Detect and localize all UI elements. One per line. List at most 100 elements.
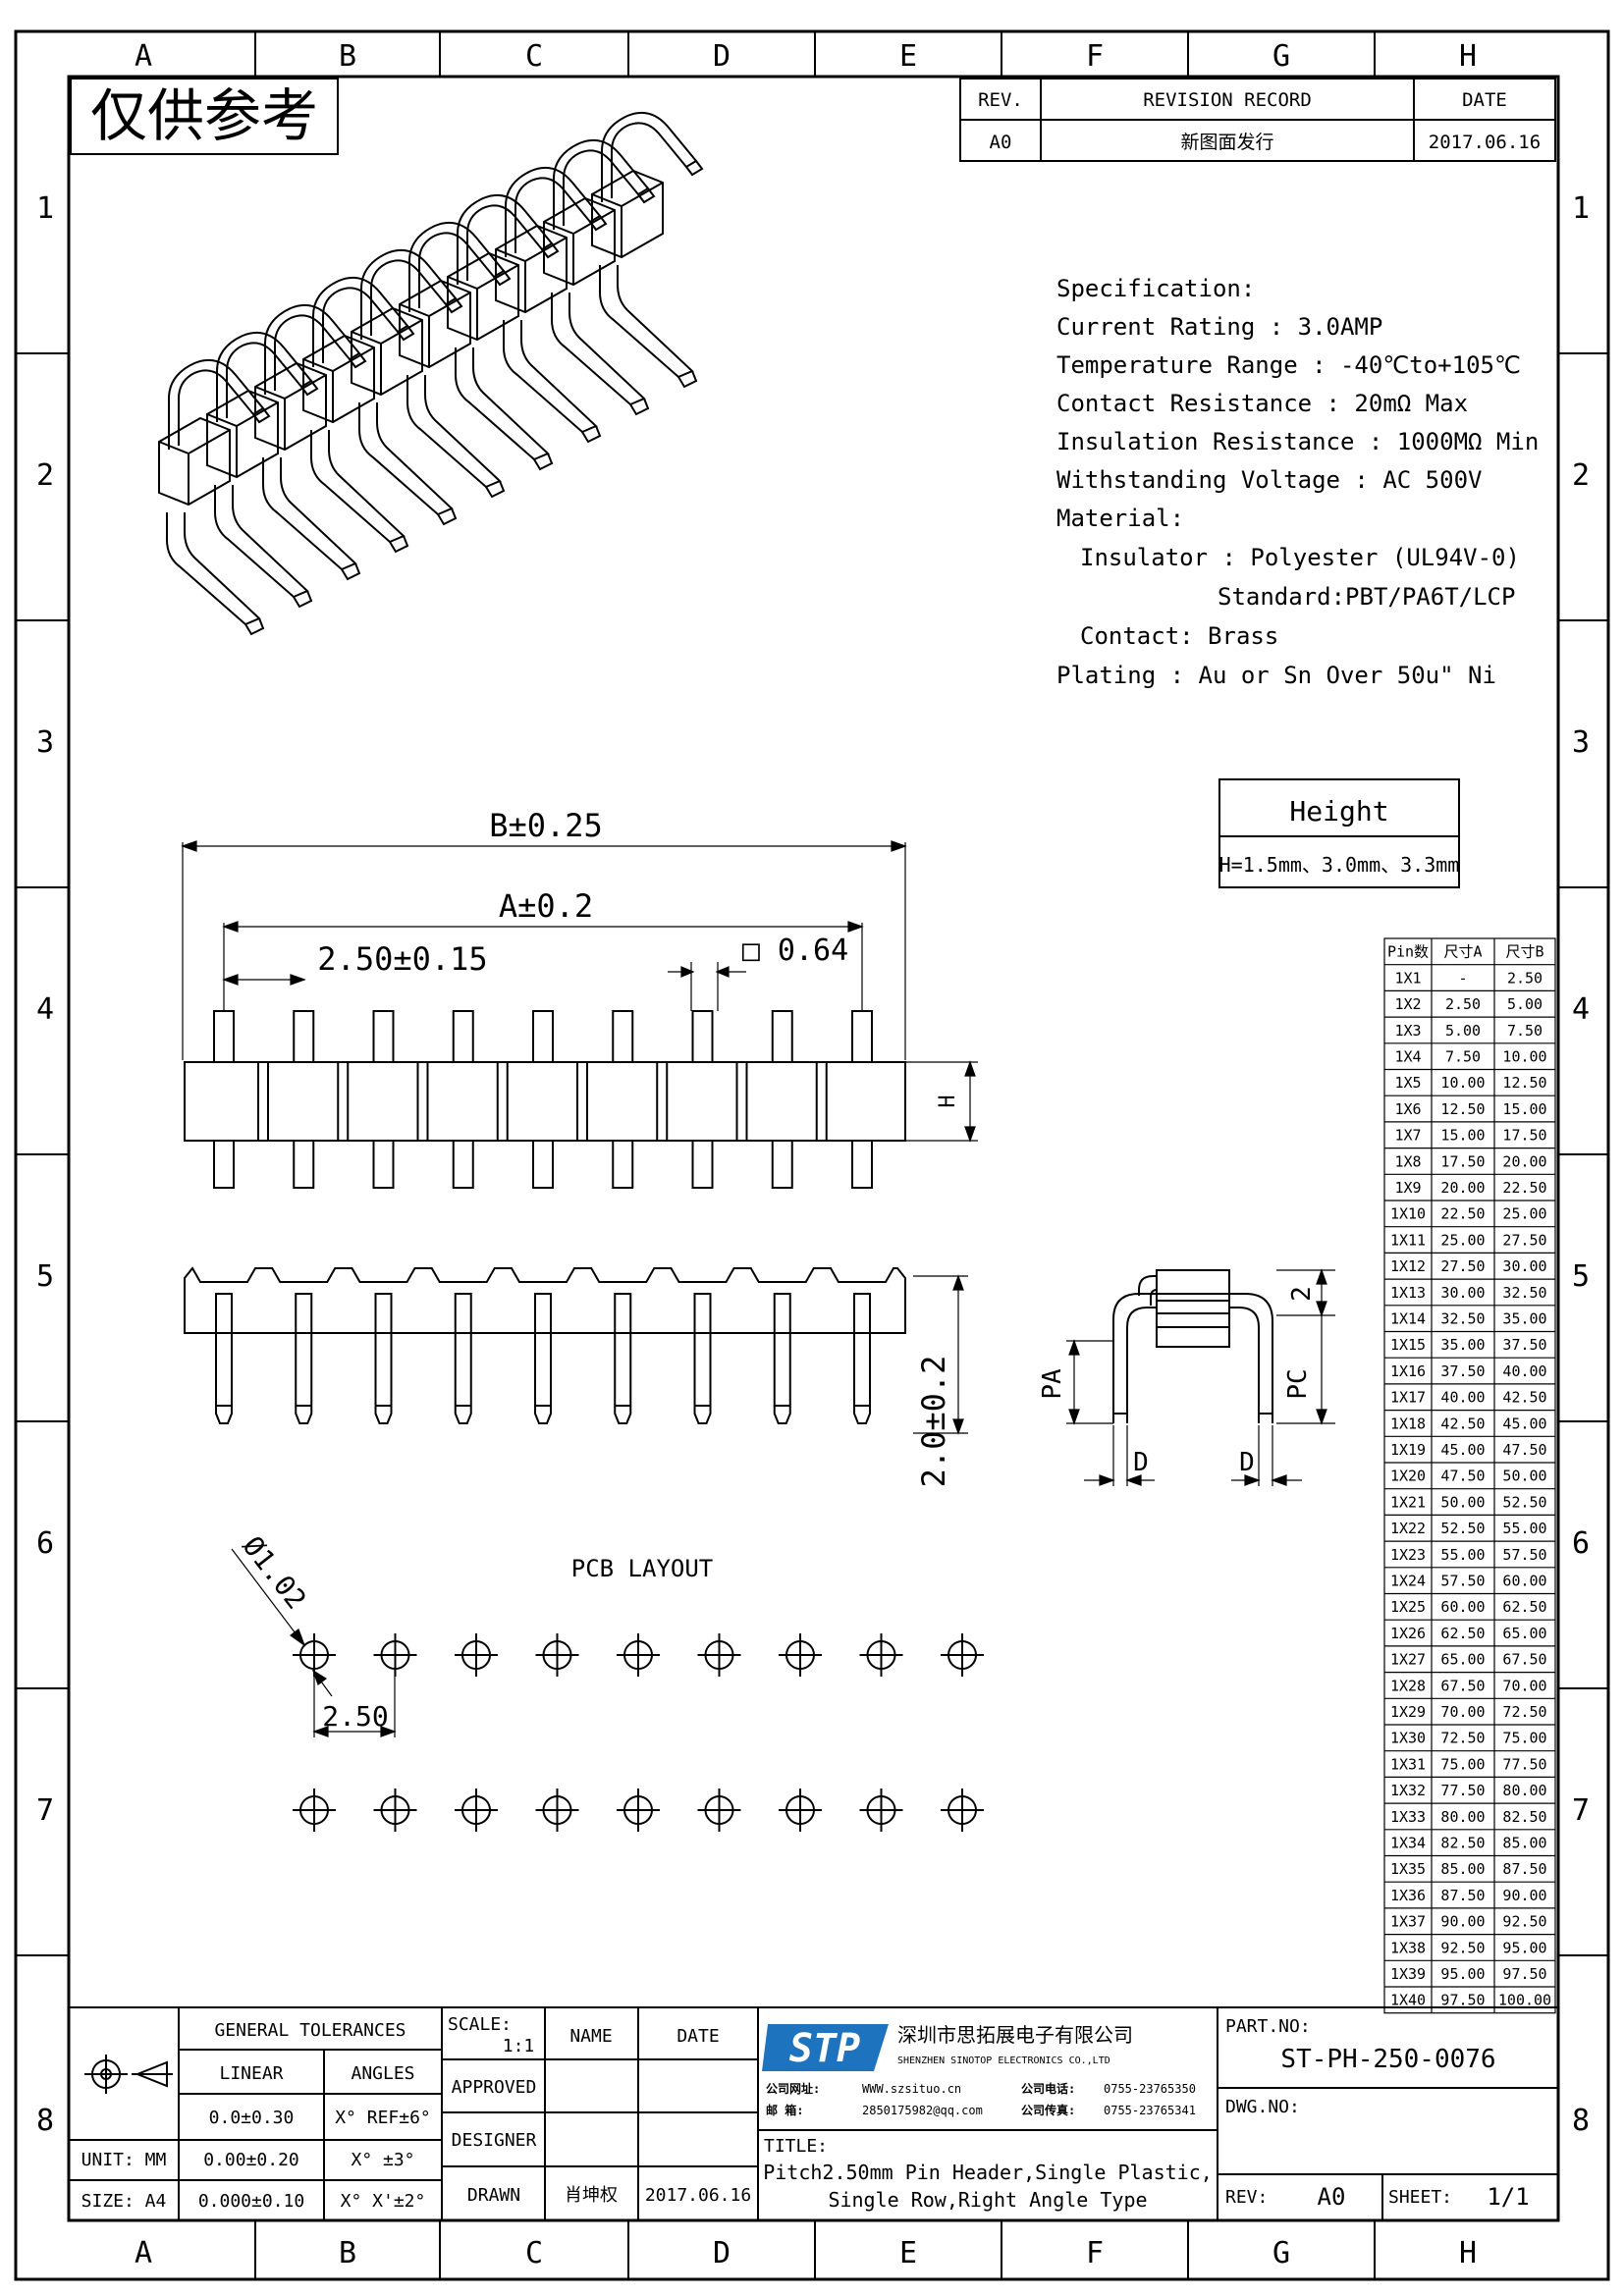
- iso-pin-tip: [493, 270, 512, 287]
- pin-table-cell: 10.00: [1440, 1074, 1485, 1092]
- pin-table-cell: 15.00: [1440, 1127, 1485, 1145]
- rev-header-rev: REV.: [978, 89, 1023, 111]
- side-profile-view: PA PC 2 D D: [1038, 1268, 1335, 1486]
- tb-lin2: 0.00±0.20: [203, 2150, 299, 2170]
- iso-leg: [551, 293, 646, 406]
- iso-leg-tip: [437, 507, 458, 526]
- col-label-e-bottom: E: [899, 2236, 917, 2270]
- iso-pin-hook: [408, 222, 506, 312]
- iso-leg-tip: [244, 617, 265, 636]
- height-title: Height: [1289, 795, 1388, 828]
- dim-hole: Ø1.02: [237, 1530, 313, 1616]
- tb-ang1: X° REF±6°: [335, 2108, 431, 2128]
- dim-pc: PC: [1283, 1368, 1313, 1399]
- top-pin: [853, 1293, 871, 1424]
- pin-table-cell: 57.50: [1440, 1573, 1485, 1590]
- rev-value-rev: A0: [990, 132, 1012, 153]
- front-pin-bottom: [213, 1140, 235, 1189]
- spec-insulation: Insulation Resistance : 1000MΩ Min: [1056, 428, 1539, 455]
- company-mail: 2850175982@qq.com: [862, 2104, 983, 2117]
- iso-pin-hook: [264, 304, 361, 395]
- iso-pin-tip: [589, 215, 608, 232]
- col-label-f-bottom: F: [1086, 2236, 1104, 2270]
- row-label-7-left: 7: [36, 1793, 54, 1828]
- col-label-g-bottom: G: [1272, 2236, 1290, 2270]
- pin-table-cell: 2.50: [1507, 969, 1543, 987]
- pin-table-cell: -: [1458, 969, 1467, 987]
- tb-lin3: 0.000±0.10: [198, 2191, 304, 2212]
- pin-table-cell: 25.00: [1502, 1205, 1546, 1223]
- front-pin-bottom: [452, 1140, 474, 1189]
- tb-title-line2: Single Row,Right Angle Type: [828, 2188, 1147, 2212]
- front-pin-top: [452, 1010, 474, 1063]
- iso-leg: [406, 375, 502, 489]
- iso-pin-tip: [685, 160, 704, 177]
- logo-text: STP: [789, 2026, 860, 2071]
- front-pin-bottom: [612, 1140, 634, 1189]
- tb-title-label: TITLE:: [764, 2136, 828, 2157]
- row-label-5-left: 5: [36, 1259, 54, 1294]
- iso-pin-tip: [349, 352, 367, 369]
- pin-table-cell: 77.50: [1440, 1782, 1485, 1799]
- pin-table-border: [1383, 937, 1556, 2014]
- front-pin-top: [213, 1010, 235, 1063]
- row-label-8-right: 8: [1572, 2104, 1590, 2138]
- pin-table-cell: 12.50: [1502, 1074, 1546, 1092]
- watermark-box: 仅供参考: [70, 78, 339, 155]
- company-fax: 0755-23765341: [1104, 2104, 1196, 2117]
- company-name-cn: 深圳市思拓展电子有限公司: [897, 2023, 1133, 2047]
- front-pin-bottom: [293, 1140, 315, 1189]
- pin-table-cell: 15.00: [1502, 1100, 1546, 1118]
- spec-material: Material:: [1056, 505, 1184, 532]
- pin-table-cell: 52.50: [1502, 1493, 1546, 1511]
- top-pin: [454, 1293, 472, 1424]
- iso-leg-tip: [293, 590, 313, 609]
- pin-table-cell: 1X5: [1394, 1074, 1421, 1092]
- top-view: 2.0±0.2: [184, 1266, 968, 1487]
- pin-table-header: 尺寸B: [1505, 943, 1543, 961]
- pin-table-cell: 75.00: [1440, 1755, 1485, 1773]
- top-pin: [693, 1293, 712, 1424]
- tb-title-line1: Pitch2.50mm Pin Header,Single Plastic,: [763, 2161, 1213, 2184]
- pin-table-cell: 97.50: [1502, 1965, 1546, 1983]
- iso-leg-tip: [533, 453, 554, 471]
- col-label-a-top: A: [135, 39, 152, 74]
- top-pin: [773, 1293, 791, 1424]
- tb-drawn-name: 肖坤权: [565, 2185, 618, 2206]
- pin-table-cell: 1X32: [1390, 1782, 1426, 1799]
- tb-rev-value: A0: [1318, 2183, 1346, 2211]
- dim-pa: PA: [1038, 1368, 1067, 1400]
- iso-leg: [262, 457, 357, 571]
- height-box: Height H=1.5mm、3.0mm、3.3mm: [1218, 778, 1460, 888]
- spec-insulator: Insulator : Polyester (UL94V-0): [1080, 544, 1520, 571]
- pin-table-cell: 40.00: [1440, 1389, 1485, 1407]
- pin-table-cell: 52.50: [1440, 1520, 1485, 1537]
- iso-pin-tip: [397, 325, 415, 342]
- spec-current: Current Rating : 3.0AMP: [1056, 313, 1382, 341]
- iso-pin-tip: [445, 297, 463, 314]
- iso-pin-hook: [216, 332, 313, 422]
- pin-table-cell: 67.50: [1440, 1677, 1485, 1694]
- col-label-d-top: D: [713, 39, 731, 74]
- spec-contact-resistance: Contact Resistance : 20mΩ Max: [1056, 390, 1468, 417]
- pin-table-cell: 82.50: [1440, 1835, 1485, 1852]
- pin-table-cell: 22.50: [1502, 1179, 1546, 1197]
- spec-temperature: Temperature Range : -40℃to+105℃: [1056, 351, 1521, 379]
- pin-table-cell: 72.50: [1502, 1703, 1546, 1721]
- pin-table-cell: 1X11: [1390, 1231, 1426, 1249]
- spec-contact: Contact: Brass: [1080, 622, 1278, 650]
- pin-table-cell: 47.50: [1502, 1441, 1546, 1459]
- pin-table-cell: 50.00: [1502, 1468, 1546, 1485]
- col-label-h-top: H: [1459, 39, 1477, 74]
- front-pin-top: [532, 1010, 554, 1063]
- iso-pin-hook: [457, 194, 554, 285]
- pin-table-cell: 45.00: [1502, 1415, 1546, 1432]
- pin-table-cell: 32.50: [1440, 1310, 1485, 1328]
- pin-table-cell: 22.50: [1440, 1205, 1485, 1223]
- row-label-6-right: 6: [1572, 1526, 1590, 1561]
- spec-standard: Standard:PBT/PA6T/LCP: [1218, 583, 1515, 611]
- pin-table-cell: 1X14: [1390, 1310, 1426, 1328]
- row-label-4-right: 4: [1572, 992, 1590, 1027]
- spec-plating: Plating : Au or Sn Over 50u" Ni: [1056, 662, 1496, 689]
